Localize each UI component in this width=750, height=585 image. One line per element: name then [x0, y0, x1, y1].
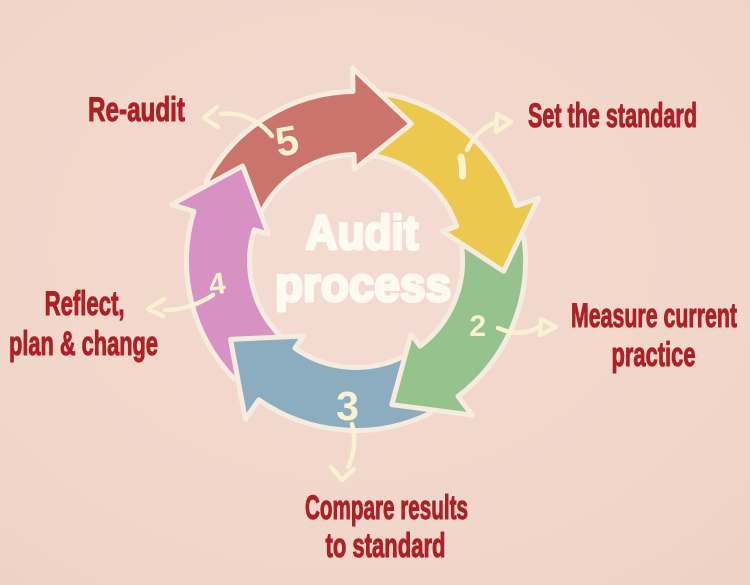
svg-text:Compare results: Compare results: [305, 489, 468, 527]
svg-text:Measure current: Measure current: [571, 297, 737, 335]
svg-text:plan & change: plan & change: [9, 325, 158, 363]
svg-text:process: process: [275, 259, 451, 312]
svg-text:3: 3: [336, 383, 359, 429]
svg-text:to standard: to standard: [326, 527, 446, 565]
svg-text:practice: practice: [612, 336, 696, 374]
svg-text:Re-audit: Re-audit: [88, 91, 185, 129]
svg-text:Reflect,: Reflect,: [45, 285, 125, 323]
svg-text:Audit: Audit: [306, 207, 419, 260]
svg-text:2: 2: [469, 310, 486, 343]
svg-text:Set the standard: Set the standard: [528, 97, 697, 135]
